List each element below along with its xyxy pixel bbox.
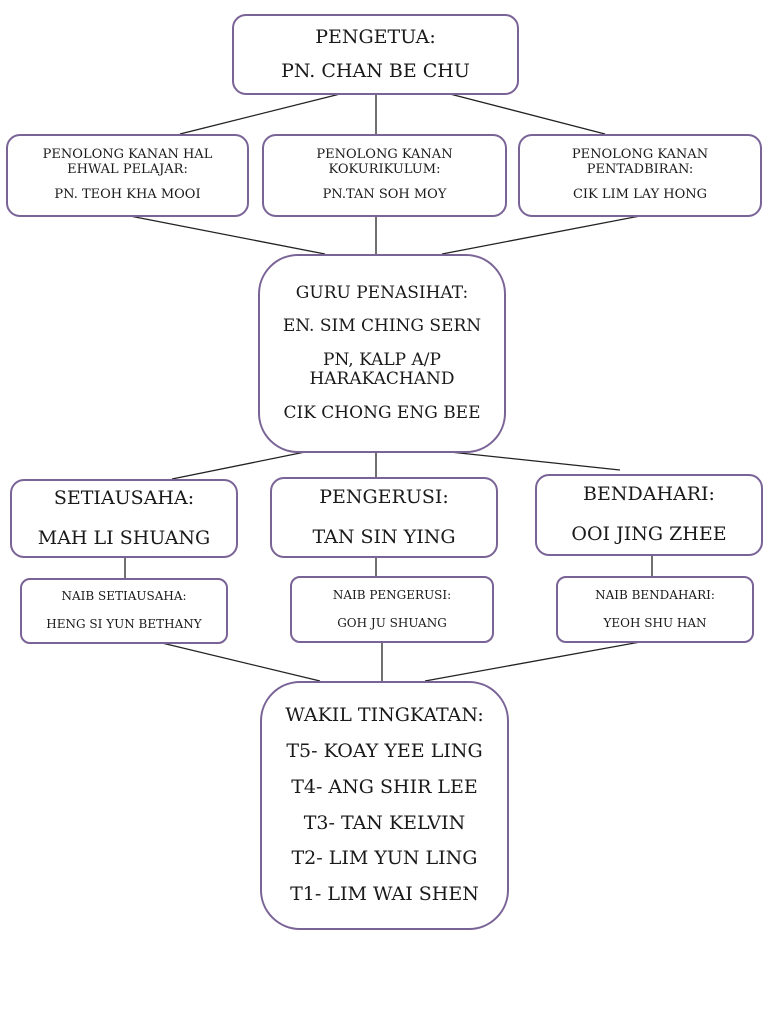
penolong-hep-name: PN. TEOH KHA MOOI [54, 186, 201, 202]
penolong-hep-box: PENOLONG KANAN HAL EHWAL PELAJAR: PN. TE… [6, 134, 249, 217]
wakil-name: T4- ANG SHIR LEE [291, 775, 478, 798]
penolong-pentadbiran-name: CIK LIM LAY HONG [572, 186, 708, 202]
naib-bendahari-box: NAIB BENDAHARI: YEOH SHU HAN [556, 576, 754, 643]
connector [441, 215, 641, 255]
penolong-pentadbiran-box: PENOLONG KANAN PENTADBIRAN: CIK LIM LAY … [518, 134, 762, 217]
penolong-pentadbiran-title: PENOLONG KANAN PENTADBIRAN: [571, 147, 709, 178]
naib-setiausaha-box: NAIB SETIAUSAHA: HENG SI YUN BETHANY [20, 578, 228, 644]
guru-name: EN. SIM CHING SERN [282, 316, 482, 337]
naib-bendahari-name: YEOH SHU HAN [603, 615, 707, 630]
connector [449, 451, 621, 471]
naib-setiausaha-title: NAIB SETIAUSAHA: [61, 589, 187, 604]
wakil-name: T5- KOAY YEE LING [286, 739, 483, 762]
naib-pengerusi-name: GOH JU SHUANG [337, 615, 447, 630]
pengerusi-title: PENGERUSI: [319, 485, 449, 508]
bendahari-box: BENDAHARI: OOI JING ZHEE [535, 474, 763, 556]
bendahari-title: BENDAHARI: [583, 483, 715, 506]
connector [161, 642, 321, 682]
connector [129, 215, 326, 255]
naib-pengerusi-title: NAIB PENGERUSI: [332, 587, 452, 602]
connector [171, 451, 306, 480]
pengetua-name: PN. CHAN BE CHU [281, 59, 470, 82]
wakil-name: T2- LIM YUN LING [291, 847, 478, 870]
naib-setiausaha-name: HENG SI YUN BETHANY [46, 617, 202, 631]
naib-bendahari-title: NAIB BENDAHARI: [595, 587, 715, 602]
setiausaha-box: SETIAUSAHA: MAH LI SHUANG [10, 479, 238, 558]
setiausaha-name: MAH LI SHUANG [37, 526, 211, 549]
connector [449, 93, 606, 135]
penolong-hep-title: PENOLONG KANAN HAL EHWAL PELAJAR: [42, 147, 213, 178]
wakil-name: T1- LIM WAI SHEN [290, 883, 479, 906]
guru-name: CIK CHONG ENG BEE [283, 402, 481, 423]
guru-penasihat-box: GURU PENASIHAT: EN. SIM CHING SERN PN, K… [258, 254, 506, 453]
penolong-koku-name: PN.TAN SOH MOY [322, 186, 447, 202]
wakil-tingkatan-box: WAKIL TINGKATAN: T5- KOAY YEE LING T4- A… [260, 681, 509, 930]
wakil-name: T3- TAN KELVIN [303, 811, 466, 834]
bendahari-name: OOI JING ZHEE [571, 523, 727, 545]
connector [179, 93, 341, 135]
pengerusi-name: TAN SIN YING [312, 525, 456, 548]
guru-name: PN, KALP A/P HARAKACHAND [309, 349, 455, 390]
guru-title: GURU PENASIHAT: [295, 282, 469, 303]
pengetua-title: PENGETUA: [315, 25, 436, 48]
setiausaha-title: SETIAUSAHA: [53, 486, 195, 509]
pengerusi-box: PENGERUSI: TAN SIN YING [270, 477, 498, 558]
penolong-koku-title: PENOLONG KANAN KOKURIKULUM: [316, 147, 453, 178]
wakil-title: WAKIL TINGKATAN: [285, 703, 484, 726]
pengetua-box: PENGETUA: PN. CHAN BE CHU [232, 14, 519, 95]
penolong-koku-box: PENOLONG KANAN KOKURIKULUM: PN.TAN SOH M… [262, 134, 507, 217]
connector [424, 641, 641, 682]
naib-pengerusi-box: NAIB PENGERUSI: GOH JU SHUANG [290, 576, 494, 643]
